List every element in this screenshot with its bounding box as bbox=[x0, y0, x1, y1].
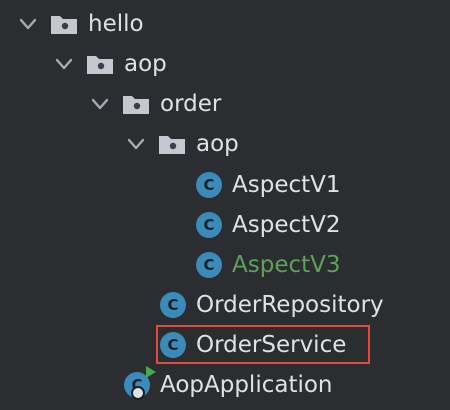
tree-node-label: AspectV2 bbox=[232, 212, 341, 238]
chevron-down-icon[interactable] bbox=[88, 92, 112, 116]
java-class-icon: C bbox=[196, 172, 222, 198]
tree-node-label: order bbox=[160, 91, 222, 117]
tree-node-label: hello bbox=[88, 11, 144, 37]
folder-icon bbox=[87, 56, 113, 74]
tree-node-label: OrderRepository bbox=[196, 292, 384, 318]
folder-icon bbox=[51, 16, 77, 34]
tree-node-label: OrderService bbox=[196, 332, 347, 358]
tree-node-hello[interactable]: hello bbox=[16, 4, 144, 44]
folder-icon bbox=[159, 136, 185, 154]
tree-node-aspectv3[interactable]: C AspectV3 bbox=[196, 245, 341, 285]
tree-node-aop-nested[interactable]: aop bbox=[124, 124, 239, 164]
chevron-down-icon[interactable] bbox=[16, 12, 40, 36]
tree-node-label: AspectV3 bbox=[232, 252, 341, 278]
tree-node-aspectv2[interactable]: C AspectV2 bbox=[196, 205, 341, 245]
tree-node-order[interactable]: order bbox=[88, 84, 221, 124]
tree-node-aop[interactable]: aop bbox=[52, 44, 167, 84]
tree-node-label: aop bbox=[196, 131, 239, 157]
tree-node-orderrepository[interactable]: C OrderRepository bbox=[160, 285, 384, 325]
java-class-icon: C bbox=[160, 292, 186, 318]
tree-node-label: AopApplication bbox=[160, 372, 333, 398]
chevron-down-icon[interactable] bbox=[124, 132, 148, 156]
spring-application-icon: C bbox=[124, 366, 156, 400]
java-class-icon: C bbox=[196, 252, 222, 278]
tree-node-aspectv1[interactable]: C AspectV1 bbox=[196, 165, 341, 205]
folder-icon bbox=[123, 96, 149, 114]
java-class-icon: C bbox=[196, 212, 222, 238]
java-class-icon: C bbox=[160, 332, 186, 358]
tree-node-label: AspectV1 bbox=[232, 172, 341, 198]
tree-node-orderservice[interactable]: C OrderService bbox=[160, 325, 346, 365]
chevron-down-icon[interactable] bbox=[52, 52, 76, 76]
tree-node-label: aop bbox=[124, 51, 167, 77]
tree-node-aopapplication[interactable]: C AopApplication bbox=[124, 365, 333, 405]
